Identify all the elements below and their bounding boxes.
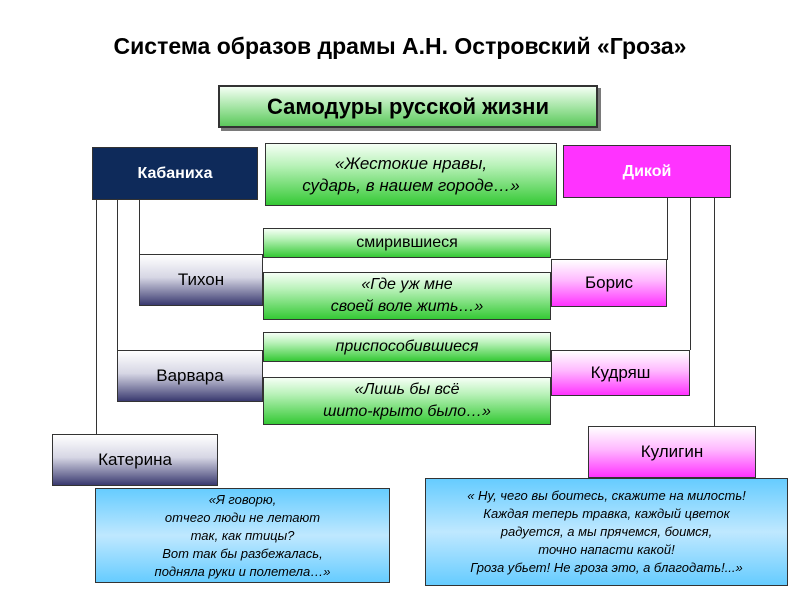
character-tikhon: Тихон xyxy=(139,254,263,306)
quote-line: точно напасти какой! xyxy=(538,542,675,557)
diagram-title: Система образов драмы А.Н. Островский «Г… xyxy=(113,33,687,59)
quote-line: Вот так бы разбежалась, xyxy=(162,545,323,561)
quote-kuligin: « Ну, чего вы боитесь, скажите на милост… xyxy=(425,478,788,586)
quote-line: отчего люди не летают xyxy=(164,509,321,525)
quote-cruel-morals: «Жестокие нравы, сударь, в нашем городе…… xyxy=(265,143,557,206)
quote-katerina: «Я говорю, отчего люди не летают так, ка… xyxy=(95,488,390,583)
quote-hush-up: «Лишь бы всё шито-крыто было…» xyxy=(263,377,551,425)
dikoy-box: Дикой xyxy=(563,145,731,198)
character-label: Кулигин xyxy=(640,442,704,461)
quote-line: «Я говорю, xyxy=(208,491,277,507)
connector-katerina xyxy=(96,200,97,434)
quote-line: «Лишь бы всё xyxy=(354,381,460,398)
header-label: Самодуры русской жизни xyxy=(266,93,549,119)
character-katerina: Катерина xyxy=(52,434,218,486)
quote-line: сударь, в нашем городе…» xyxy=(302,175,520,195)
character-label: Борис xyxy=(584,273,634,292)
quote-line: Гроза убьет! Не гроза это, а благодать!.… xyxy=(470,560,743,575)
quote-own-will: «Где уж мне своей воле жить…» xyxy=(263,272,551,320)
character-label: Тихон xyxy=(177,270,225,289)
character-label: Варвара xyxy=(156,366,224,385)
connector-boris xyxy=(667,198,668,260)
quote-line: «Где уж мне xyxy=(361,276,453,293)
quote-line: своей воле жить…» xyxy=(330,298,484,315)
connector-kudryash xyxy=(690,198,691,350)
character-varvara: Варвара xyxy=(117,350,263,402)
group-adapted-text: приспособившиеся xyxy=(335,338,479,355)
connector-varvara xyxy=(117,200,118,350)
quote-line: «Жестокие нравы, xyxy=(334,153,488,173)
kabanikha-label: Кабаниха xyxy=(137,164,213,182)
group-adapted-label: приспособившиеся xyxy=(263,332,551,362)
character-label: Кудряш xyxy=(590,363,651,382)
header-box: Самодуры русской жизни xyxy=(218,85,598,128)
quote-line: « Ну, чего вы боитесь, скажите на милост… xyxy=(467,488,746,503)
quote-line: радуется, а мы прячемся, боимся, xyxy=(500,524,713,539)
group-resigned-label: смирившиеся xyxy=(263,228,551,258)
character-boris: Борис xyxy=(551,259,667,307)
group-resigned-text: смирившиеся xyxy=(356,234,458,251)
character-label: Катерина xyxy=(98,450,172,469)
character-kudryash: Кудряш xyxy=(551,350,690,396)
kabanikha-box: Кабаниха xyxy=(92,147,258,200)
quote-line: подняла руки и полетела…» xyxy=(154,563,331,579)
connector-tikhon xyxy=(139,200,140,254)
quote-line: шито-крыто было…» xyxy=(323,403,491,420)
quote-line: так, как птицы? xyxy=(190,527,295,543)
quote-line: Каждая теперь травка, каждый цветок xyxy=(483,506,730,521)
connector-kuligin xyxy=(714,198,715,426)
character-kuligin: Кулигин xyxy=(588,426,756,478)
dikoy-label: Дикой xyxy=(622,162,672,180)
